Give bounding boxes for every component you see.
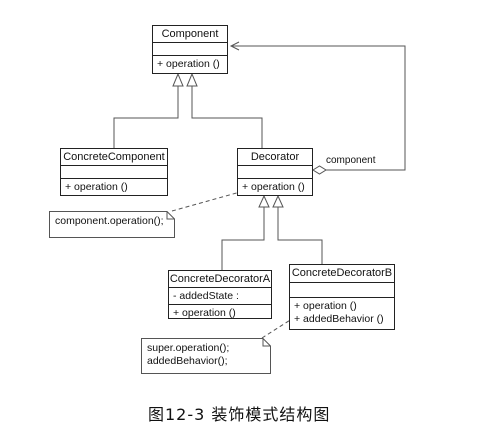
note-line: super.operation(); [147, 342, 230, 354]
aggregation-arrowhead [229, 41, 240, 51]
decorator-note-anchor [171, 191, 241, 212]
class-name: ConcreteDecoratorB [290, 265, 394, 283]
note-outline [141, 338, 271, 374]
class-concrete-decorator-a: ConcreteDecoratorA - addedState : + oper… [168, 270, 272, 319]
class-name: Component [153, 26, 227, 43]
class-component: Component + operation () [152, 25, 228, 74]
attributes-section [290, 283, 394, 298]
operation: + operation () [294, 300, 357, 312]
operations-section: + operation () + addedBehavior () [290, 298, 394, 327]
generalization-concrete-component-line [113, 86, 179, 148]
operation: + operation () [157, 58, 220, 70]
class-concrete-component: ConcreteComponent + operation () [60, 148, 168, 196]
attributes-section [238, 166, 312, 179]
generalization-arrowhead-b [272, 194, 284, 208]
attributes-section [153, 43, 227, 56]
operation: + addedBehavior () [294, 313, 384, 325]
class-name: ConcreteDecoratorA [169, 271, 271, 288]
generalization-decorator-a-line [221, 207, 265, 270]
class-name: Decorator [238, 149, 312, 166]
generalization-arrowhead-left [172, 72, 184, 87]
class-name: ConcreteComponent [61, 149, 167, 166]
operation: + operation () [173, 307, 236, 319]
aggregation-line [231, 45, 406, 171]
attribute: - addedState : [173, 290, 239, 302]
operations-section: + operation () [61, 179, 167, 195]
association-label: component [326, 155, 376, 166]
note-line: component.operation(); [55, 215, 164, 227]
note-decorator: component.operation(); [49, 211, 175, 238]
note-line: addedBehavior(); [147, 355, 228, 367]
operation: + operation () [242, 181, 305, 193]
operation: + operation () [65, 181, 128, 193]
generalization-arrowhead-right [186, 72, 198, 87]
class-decorator: Decorator + operation () [237, 148, 313, 196]
note-outline [49, 211, 175, 238]
generalization-decorator-b-line [277, 207, 323, 264]
attributes-section [61, 166, 167, 179]
class-concrete-decorator-b: ConcreteDecoratorB + operation () + adde… [289, 264, 395, 330]
generalization-arrowhead-a [258, 194, 270, 208]
generalization-decorator-line [191, 86, 263, 148]
figure-caption: 图12-3 装饰模式结构图 [148, 405, 331, 424]
attributes-section: - addedState : [169, 288, 271, 305]
note-decorator-b: super.operation(); addedBehavior(); [141, 338, 271, 374]
operations-section: + operation () [238, 179, 312, 195]
operations-section: + operation () [169, 305, 271, 321]
aggregation-diamond [312, 165, 327, 175]
operations-section: + operation () [153, 56, 227, 72]
